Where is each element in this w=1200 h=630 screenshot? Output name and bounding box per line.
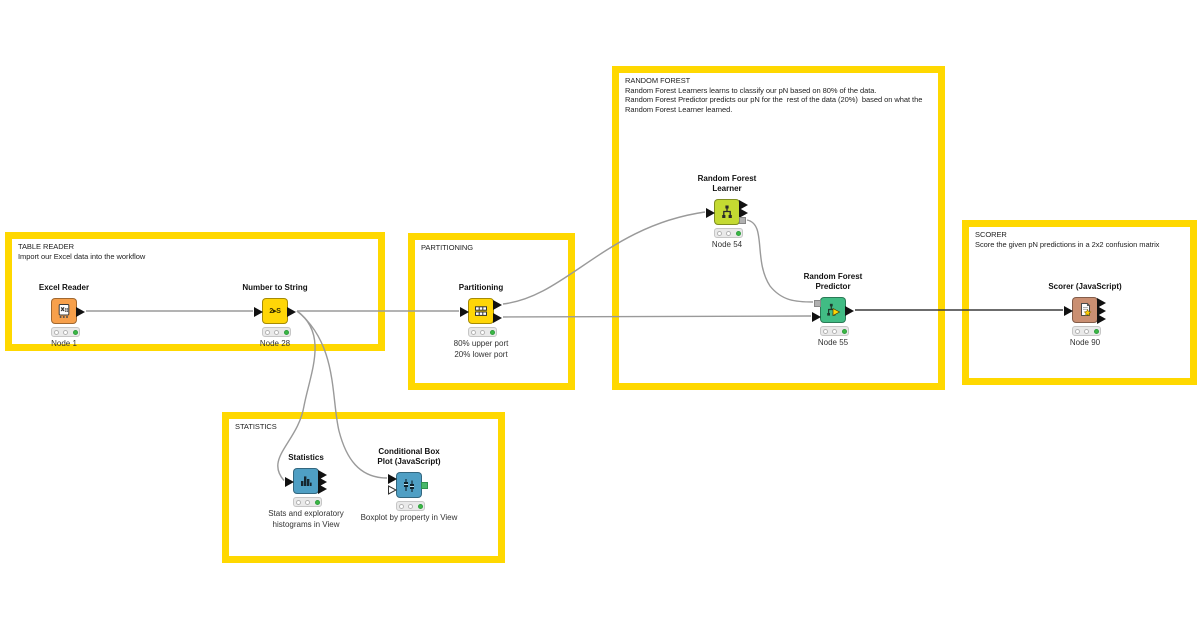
node-title: Scorer (JavaScript)	[1048, 282, 1122, 291]
scored-document-icon	[1081, 302, 1092, 317]
node-number-to-string: Number to String 2▸S Node 28	[242, 283, 307, 348]
boxplot-icon	[404, 479, 414, 492]
node-title: Number to String	[242, 283, 308, 292]
connection-learner-model-to-predictor[interactable]	[746, 219, 814, 303]
node-caption: Stats and exploratory histograms in View	[268, 509, 344, 529]
node-body-random-forest-learner[interactable]	[706, 199, 748, 225]
output-port-2[interactable]	[318, 477, 327, 487]
node-title: Random Forest Learner	[697, 174, 757, 193]
node-id-label: Node 55	[817, 338, 849, 347]
status-traffic-light	[396, 501, 425, 511]
decision-tree-icon	[722, 205, 732, 218]
node-id-label: Node 28	[259, 339, 291, 348]
node-excel-reader: Excel Reader Node 1	[39, 283, 89, 348]
annotation-body: Random Forest Learners learns to classif…	[625, 85, 923, 114]
input-port[interactable]	[388, 474, 397, 484]
histogram-icon	[301, 476, 312, 486]
status-traffic-light	[262, 327, 291, 337]
node-id-label: Node 1	[51, 339, 77, 348]
output-port-3[interactable]	[1097, 314, 1106, 324]
node-title: Conditional Box Plot (JavaScript)	[377, 447, 441, 466]
status-traffic-light	[293, 497, 322, 507]
connection-partitioning-to-predictor[interactable]	[502, 315, 812, 318]
node-conditional-box-plot: Conditional Box Plot (JavaScript) Boxplo…	[361, 447, 458, 522]
output-port[interactable]	[76, 307, 85, 317]
annotation-body: Import our Excel data into the workflow	[18, 251, 146, 261]
output-port-1[interactable]	[739, 200, 748, 210]
number-to-string-icon: 2▸S	[269, 308, 281, 315]
node-id-label: Node 90	[1069, 338, 1101, 347]
decision-tree-predict-icon	[827, 303, 841, 317]
annotation-title: RANDOM FOREST	[625, 76, 691, 85]
annotation-text: RANDOM FOREST Random Forest Learners lea…	[619, 73, 938, 117]
output-port[interactable]	[287, 307, 296, 317]
input-port[interactable]	[285, 477, 294, 487]
node-id-label: Node 54	[711, 240, 743, 249]
status-traffic-light	[51, 327, 80, 337]
table-split-icon	[475, 306, 487, 316]
annotation-statistics[interactable]: STATISTICS	[222, 412, 505, 563]
annotation-title: TABLE READER	[18, 242, 74, 251]
node-caption: 80% upper port 20% lower port	[453, 339, 509, 359]
node-body-number-to-string[interactable]: 2▸S	[254, 298, 296, 324]
annotation-text: TABLE READER Import our Excel data into …	[12, 239, 378, 264]
output-port-upper[interactable]	[493, 300, 502, 310]
status-traffic-light	[1072, 326, 1101, 336]
node-statistics: Statistics Stats and exploratory histogr…	[268, 453, 344, 529]
annotation-title: STATISTICS	[235, 422, 277, 431]
annotation-title: PARTITIONING	[421, 243, 474, 252]
model-input-port[interactable]	[814, 300, 821, 307]
node-random-forest-learner: Random Forest Learner Node 54	[698, 174, 757, 249]
node-title: Partitioning	[458, 283, 504, 292]
output-port[interactable]	[845, 306, 854, 316]
node-body-partitioning[interactable]	[460, 298, 502, 324]
node-title: Random Forest Predictor	[803, 272, 863, 291]
node-body-excel-reader[interactable]	[51, 298, 85, 324]
node-body-scorer-javascript[interactable]	[1064, 297, 1106, 324]
output-port-3[interactable]	[318, 484, 327, 494]
annotation-title: SCORER	[975, 230, 1007, 239]
annotation-text: SCORER Score the given pN predictions in…	[969, 227, 1190, 252]
annotation-text: STATISTICS	[229, 419, 498, 435]
output-port-2[interactable]	[1097, 306, 1106, 316]
annotation-body: Score the given pN predictions in a 2x2 …	[975, 239, 1160, 249]
node-partitioning: Partitioning 80% upper port 20% lower po…	[454, 283, 509, 359]
node-caption: Boxplot by property in View	[360, 513, 458, 522]
input-port[interactable]	[1064, 306, 1073, 316]
input-port[interactable]	[706, 208, 715, 218]
status-traffic-light	[714, 228, 743, 238]
connection-numbertostring-to-statistics[interactable]	[277, 310, 316, 481]
model-output-port[interactable]	[739, 217, 746, 224]
annotation-random-forest[interactable]: RANDOM FOREST Random Forest Learners lea…	[612, 66, 945, 390]
optional-input-port[interactable]	[388, 485, 398, 495]
node-title: Statistics	[288, 453, 324, 462]
node-body-conditional-box-plot[interactable]	[388, 472, 428, 498]
node-title: Excel Reader	[38, 283, 90, 292]
data-input-port[interactable]	[812, 312, 821, 322]
output-port-2[interactable]	[739, 208, 748, 218]
image-output-port[interactable]	[421, 482, 428, 489]
node-scorer-javascript: Scorer (JavaScript) Node 90	[1048, 282, 1121, 347]
output-port-1[interactable]	[1097, 298, 1106, 308]
input-port[interactable]	[460, 307, 469, 317]
node-body-statistics[interactable]	[285, 468, 327, 494]
node-body-random-forest-predictor[interactable]	[812, 297, 854, 323]
excel-file-icon	[58, 304, 70, 318]
status-traffic-light	[468, 327, 497, 337]
connection-numbertostring-to-boxplot[interactable]	[296, 310, 388, 479]
node-random-forest-predictor: Random Forest Predictor Node 55	[804, 272, 863, 347]
input-port[interactable]	[254, 307, 263, 317]
connection-partitioning-to-learner[interactable]	[502, 211, 706, 305]
output-port-lower[interactable]	[493, 313, 502, 323]
status-traffic-light	[820, 326, 849, 336]
output-port-1[interactable]	[318, 470, 327, 480]
annotation-text: PARTITIONING	[415, 240, 568, 256]
